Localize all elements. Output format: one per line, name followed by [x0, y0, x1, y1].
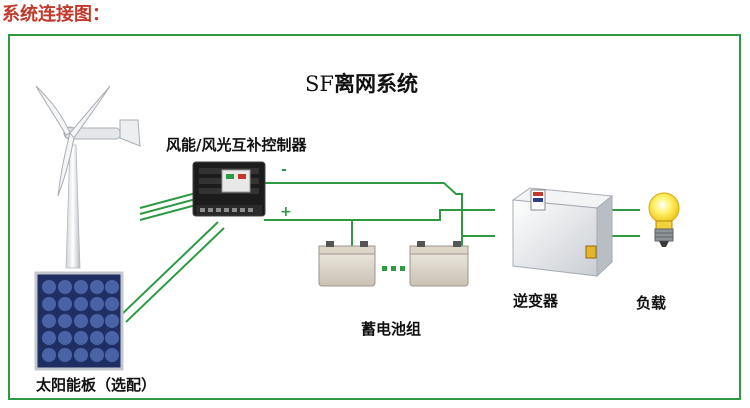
controller-box-icon: [192, 161, 266, 217]
wiring: [119, 182, 640, 323]
title-main: 离网系统: [333, 72, 418, 96]
inverter-label: 逆变器: [513, 292, 559, 310]
battery-unit-right: [409, 241, 469, 287]
title-prefix: SF: [305, 72, 334, 96]
wind-turbine-icon: [35, 85, 141, 269]
battery-link-dots: [382, 266, 405, 271]
load-label: 负载: [636, 294, 667, 312]
wire-solar-controller-1: [119, 221, 219, 317]
negative-terminal-sign: -: [281, 162, 287, 178]
wire-negative-bus: [264, 182, 463, 240]
wire-turbine-controller-1: [139, 192, 197, 209]
controller-label: 风能/风光互补控制器: [166, 136, 307, 154]
diagram-heading: 系统连接图：: [2, 4, 110, 25]
wire-turbine-controller-2: [139, 198, 197, 215]
solar-panel-icon: [34, 271, 124, 371]
diagram-frame: [8, 34, 741, 400]
battery-label: 蓄电池组: [361, 320, 422, 338]
solar-panel-label: 太阳能板（选配）: [36, 376, 157, 394]
wire-positive-bus: [264, 209, 462, 221]
inverter-box-icon: [511, 187, 614, 278]
wire-turbine-controller-3: [139, 204, 197, 221]
wire-solar-controller-2: [125, 227, 225, 323]
battery-icon: [318, 241, 469, 287]
positive-terminal-sign: +: [280, 204, 292, 220]
battery-unit-left: [318, 241, 376, 287]
light-bulb-icon: [648, 192, 680, 247]
diagram-title: SF离网系统: [305, 68, 418, 98]
